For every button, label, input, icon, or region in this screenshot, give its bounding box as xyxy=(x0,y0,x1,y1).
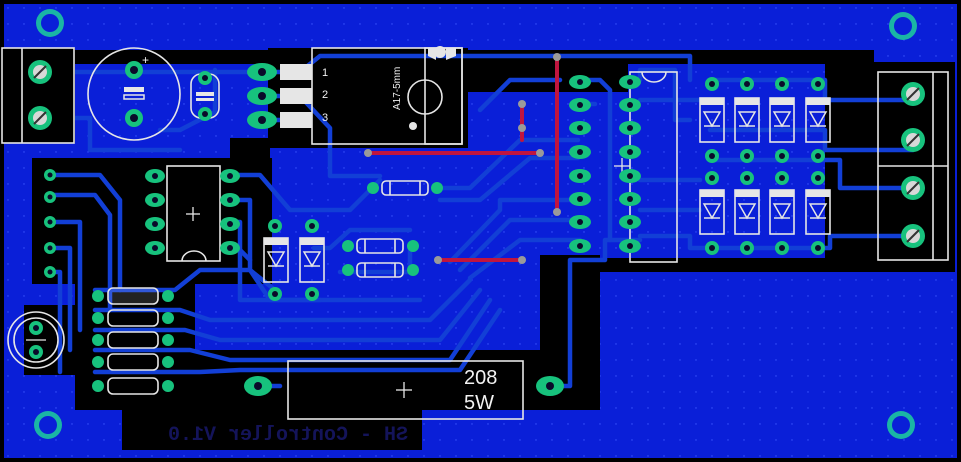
capacitor-electrolytic: + xyxy=(87,47,181,141)
mounting-hole-top-left xyxy=(36,9,64,37)
mounting-hole-top-right xyxy=(889,12,917,40)
diode-array-right xyxy=(699,77,831,255)
board-title-group: SH - Controller V1.0 xyxy=(168,424,408,447)
mounting-hole-bottom-right xyxy=(887,411,915,439)
power-resistor: 208 5W xyxy=(244,360,564,420)
header-left xyxy=(44,169,56,278)
diode-top-4 xyxy=(805,77,831,163)
diode-top-2 xyxy=(734,77,760,163)
ic-dip16 xyxy=(569,71,678,263)
capacitor-small xyxy=(190,71,220,121)
resistor-power: 5W xyxy=(464,392,494,414)
resistor-array-left xyxy=(92,287,174,395)
diode-top-3 xyxy=(769,77,795,163)
resistor-value: 208 xyxy=(464,367,497,389)
diode-bottom-4 xyxy=(805,171,831,255)
diode-bottom-3 xyxy=(769,171,795,255)
regulator-label: A17-5mm xyxy=(392,67,403,110)
led xyxy=(7,311,65,369)
diode-bottom-1 xyxy=(699,171,725,255)
regulator-pin3: 3 xyxy=(322,112,328,124)
terminal-block-left xyxy=(0,47,75,144)
ic-dip8 xyxy=(145,165,240,262)
diode-top-1 xyxy=(699,77,725,163)
diode-bottom-2 xyxy=(734,171,760,255)
board-title: SH - Controller V1.0 xyxy=(168,424,408,447)
regulator-pin1: 1 xyxy=(322,67,328,79)
mounting-hole-bottom-left xyxy=(34,411,62,439)
red-traces xyxy=(366,55,559,262)
terminal-block-right xyxy=(877,71,949,261)
voltage-regulator: 1 2 3 A17-5mm xyxy=(247,46,463,145)
polarity-mark: + xyxy=(142,53,149,67)
resistors-center xyxy=(342,180,443,278)
vias xyxy=(364,53,561,264)
mounting-holes xyxy=(34,9,917,439)
diode-pair-center xyxy=(263,219,325,301)
regulator-pin2: 2 xyxy=(322,89,328,101)
